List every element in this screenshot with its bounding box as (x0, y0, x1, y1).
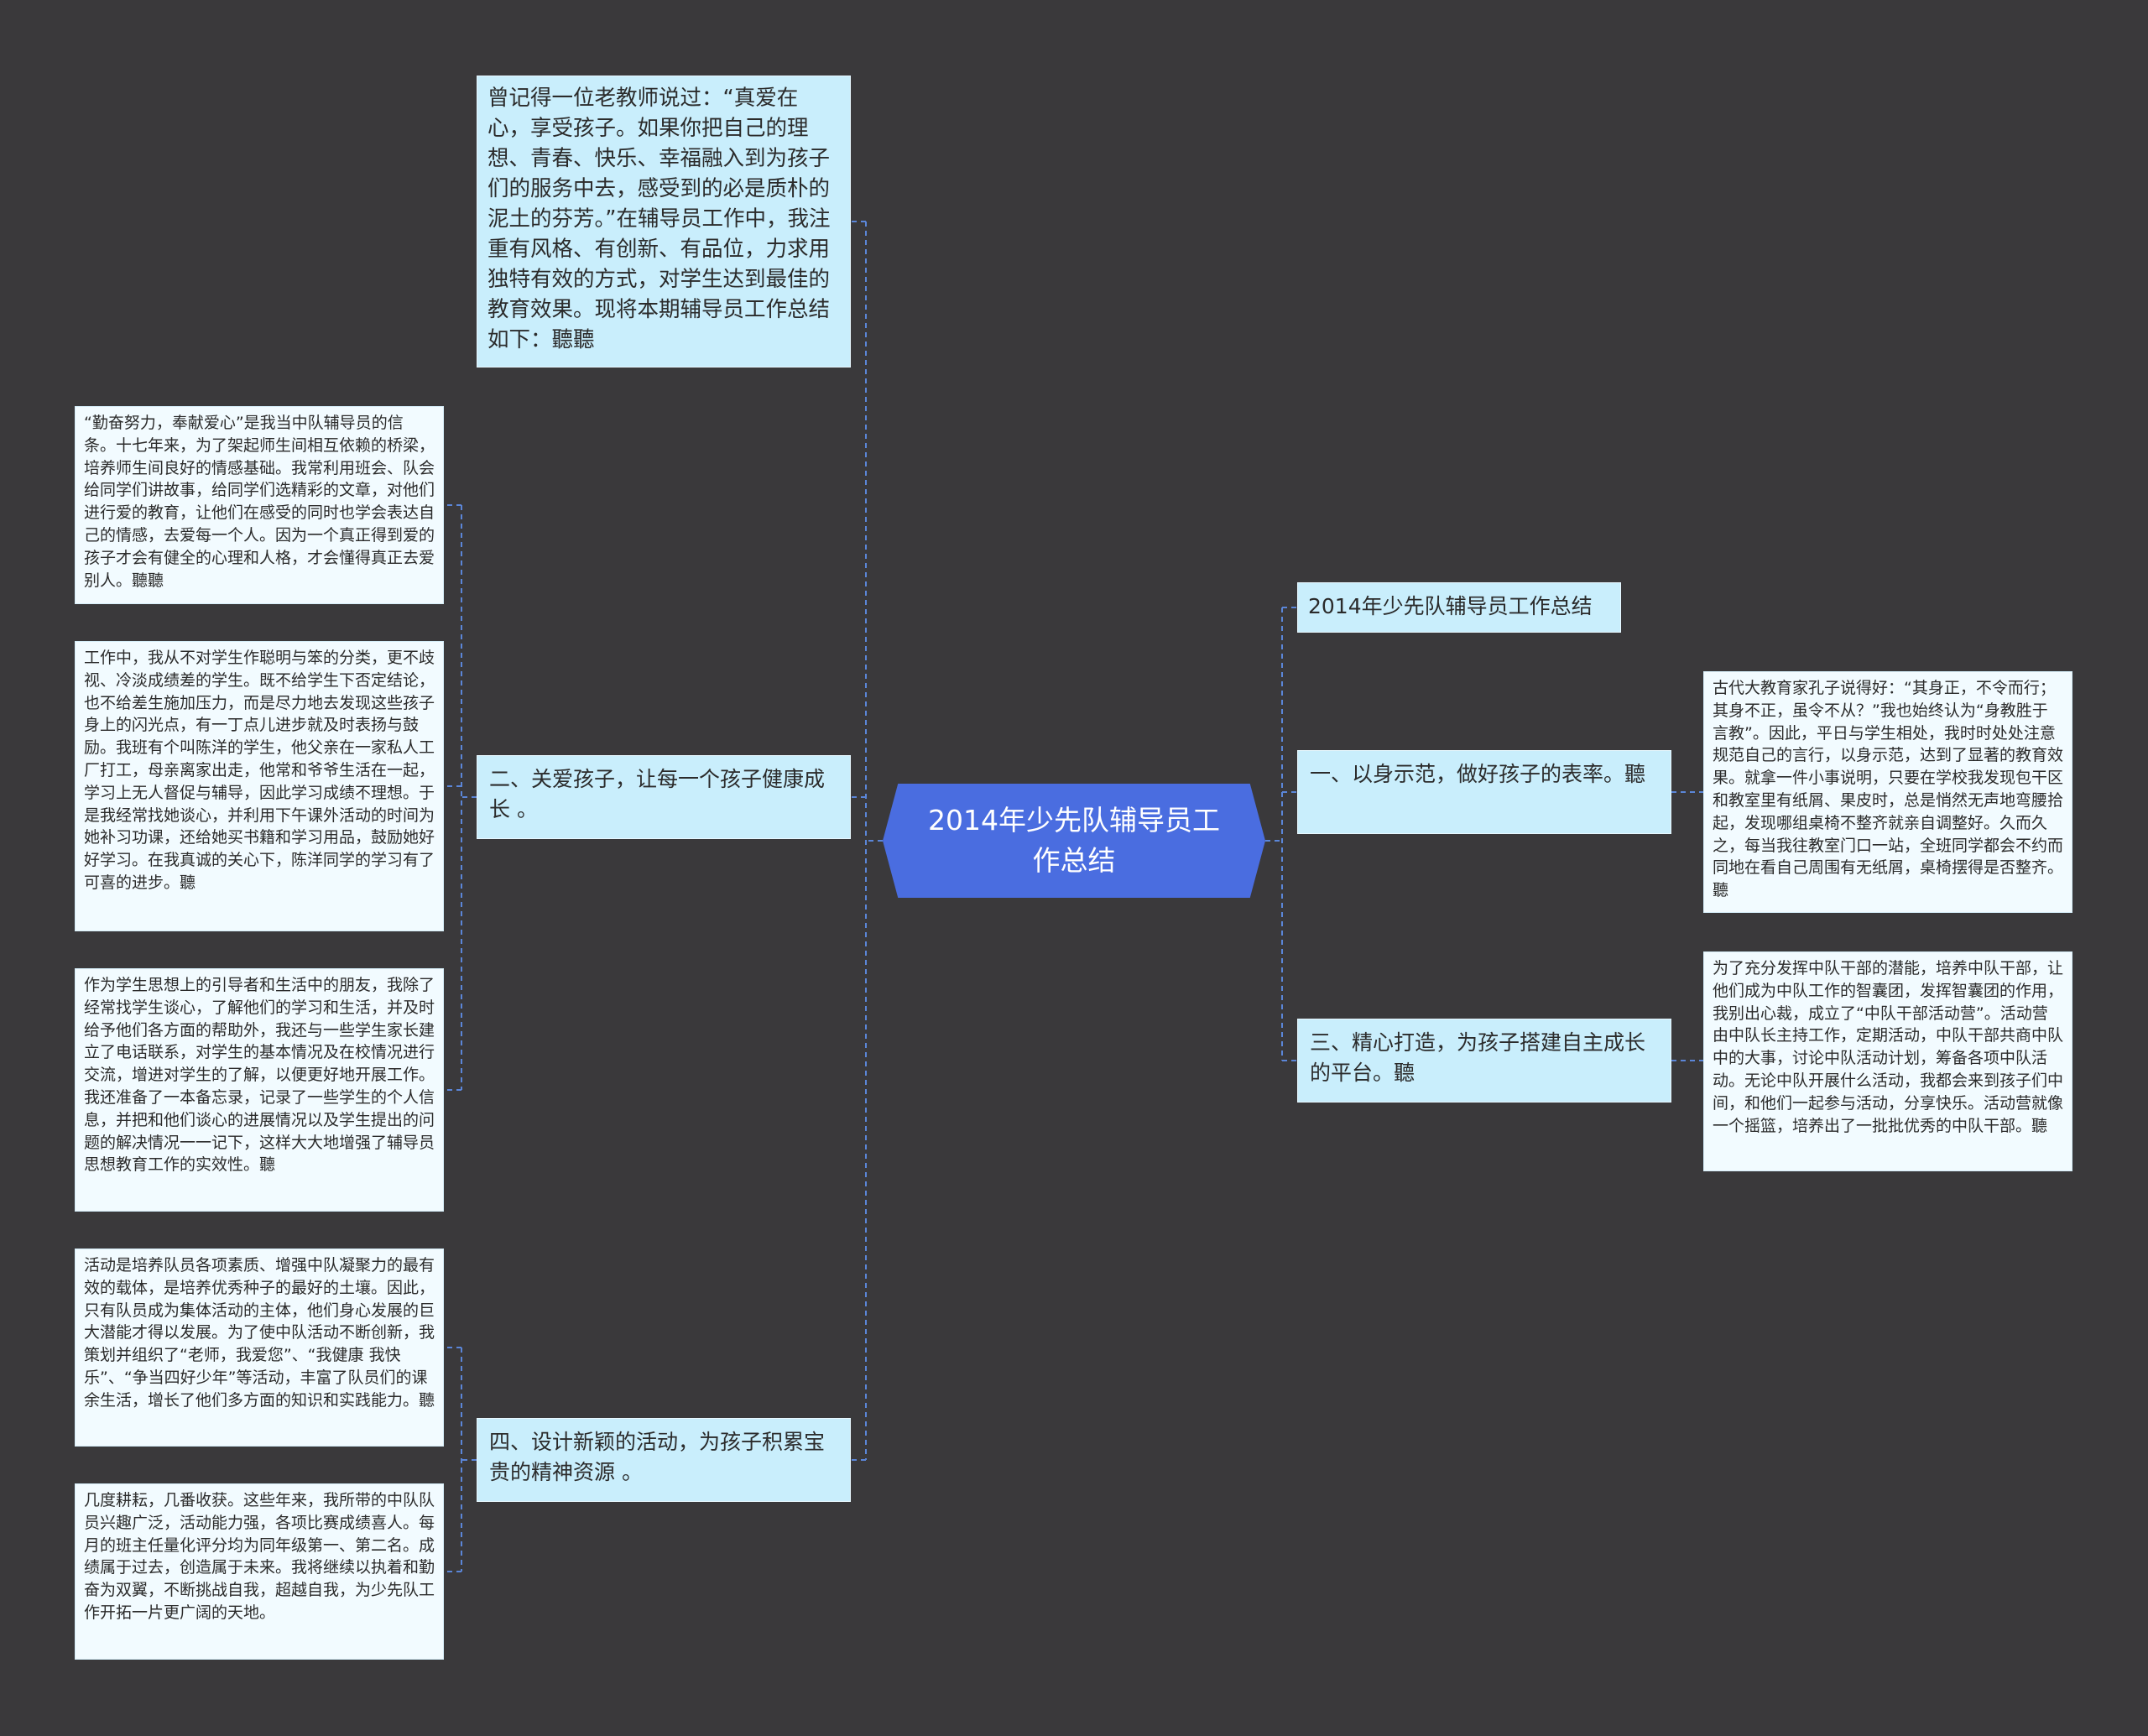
branch-title-repeat[interactable]: 2014年少先队辅导员工作总结 (1297, 582, 1621, 633)
leaf-care-3[interactable]: 作为学生思想上的引导者和生活中的朋友，我除了经常找学生谈心，了解他们的学习和生活… (75, 968, 444, 1212)
branch-design-activities[interactable]: 四、设计新颖的活动，为孩子积累宝贵的精神资源 。 (477, 1418, 851, 1502)
leaf-care-2[interactable]: 工作中，我从不对学生作聪明与笨的分类，更不歧视、冷淡成绩差的学生。既不给学生下否… (75, 641, 444, 931)
leaf-care-1[interactable]: “勤奋努力，奉献爱心”是我当中队辅导员的信条。十七年来，为了架起师生间相互依赖的… (75, 406, 444, 604)
branch-care-for-children[interactable]: 二、关爱孩子，让每一个孩子健康成长 。 (477, 755, 851, 839)
branch-lead-by-example[interactable]: 一、以身示范，做好孩子的表率。聽 (1297, 750, 1671, 834)
leaf-activities-1[interactable]: 活动是培养队员各项素质、增强中队凝聚力的最有效的载体，是培养优秀种子的最好的土壤… (75, 1249, 444, 1447)
root-topic[interactable]: 2014年少先队辅导员工作总结 (883, 784, 1265, 898)
branch-build-platform[interactable]: 三、精心打造，为孩子搭建自主成长的平台。聽 (1297, 1019, 1671, 1103)
leaf-activities-2[interactable]: 几度耕耘，几番收获。这些年来，我所带的中队队员兴趣广泛，活动能力强，各项比赛成绩… (75, 1483, 444, 1660)
leaf-example-1[interactable]: 古代大教育家孔子说得好：“其身正，不令而行；其身不正，虽令不从？”我也始终认为“… (1703, 671, 2072, 913)
leaf-platform-1[interactable]: 为了充分发挥中队干部的潜能，培养中队干部，让他们成为中队工作的智囊团，发挥智囊团… (1703, 951, 2072, 1171)
intro-node[interactable]: 曾记得一位老教师说过：“真爱在心，享受孩子。如果你把自己的理想、青春、快乐、幸福… (477, 76, 851, 368)
